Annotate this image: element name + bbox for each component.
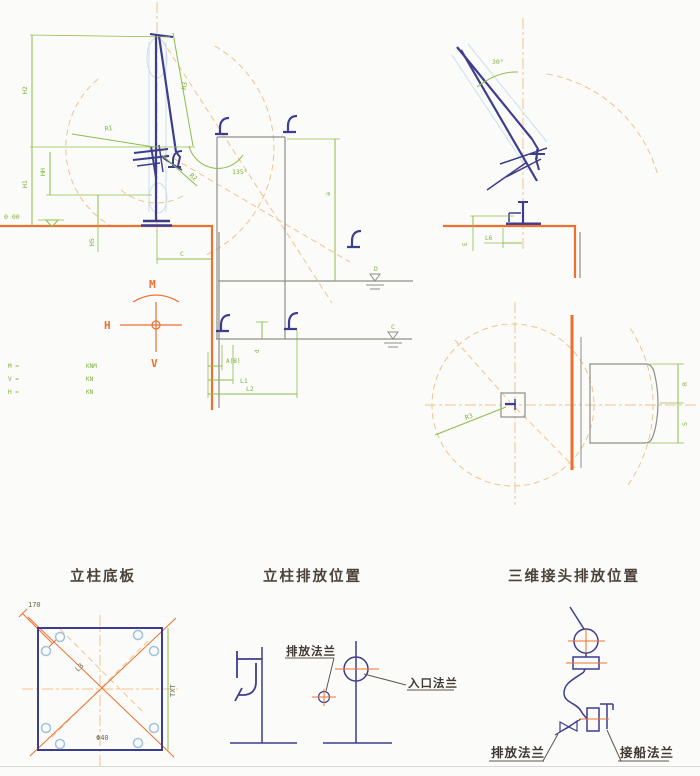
- stowed-dimensions: [470, 71, 522, 251]
- boat-profile: [589, 363, 659, 444]
- legend-row-unit: KN: [86, 389, 94, 396]
- valve-icon: [559, 720, 571, 734]
- deck-line: [0, 224, 214, 410]
- elevation-view: H2 H1 HH H5 R1 H3 R2 C 0 00 M H V M = KN…: [0, 32, 220, 410]
- dim-c-wall: C: [180, 250, 184, 258]
- dim-phi40: Φ40: [96, 734, 109, 742]
- dim-l3: L3: [74, 662, 86, 674]
- dim-r1: R1: [104, 124, 113, 133]
- base-plate-outline: [37, 627, 163, 751]
- plan-view: R3 R S: [434, 315, 689, 470]
- waterline-lower: C: [216, 323, 412, 348]
- legend-row-label: V =: [8, 376, 19, 383]
- radius-r3-line: [434, 406, 507, 436]
- dim-l2: L2: [246, 385, 254, 393]
- caisson-view: 135° a D C: [188, 114, 413, 398]
- stowed-view: 30° E L6: [443, 43, 581, 278]
- leader-line: [542, 733, 559, 762]
- dim-r: R: [681, 382, 689, 386]
- stowed-deck-line: [443, 224, 577, 278]
- datum-symbol: 0 00: [4, 213, 64, 228]
- leader-line: [606, 729, 622, 762]
- dim-txt: TXT: [169, 684, 177, 697]
- dim-h1: H1: [21, 180, 29, 188]
- ship-flange-label: 接船法兰: [620, 745, 674, 760]
- dim-h5: H5: [88, 238, 96, 246]
- caisson-walls: [216, 136, 286, 339]
- column-plan-fitting: [505, 399, 516, 410]
- waterline-upper: D: [218, 265, 413, 290]
- column-position-view: 立柱排放位置 排放法兰 入口法兰: [230, 567, 458, 744]
- joint-discharge-flange-label: 排放法兰: [491, 745, 545, 760]
- force-legend: M = KNM V = KN H = KN: [8, 363, 97, 396]
- legend-row-label: H =: [8, 389, 19, 396]
- dim-h2: H2: [21, 86, 29, 94]
- bolt-holes: [40, 629, 160, 750]
- dim-hh: HH: [39, 168, 47, 176]
- dim-a: a: [324, 192, 332, 196]
- guide-hooks: [213, 114, 363, 333]
- stowed-davit: [456, 46, 548, 191]
- dim-r3: R3: [464, 412, 474, 422]
- caisson-dimensions: [207, 321, 298, 398]
- dim-e: E: [462, 242, 469, 246]
- joint-assembly: [554, 606, 614, 736]
- joint-position-view: 三维接头排放位置 排放法兰 接船法兰: [489, 567, 674, 762]
- base-plate-title: 立柱底板: [70, 567, 136, 585]
- leader-line: [325, 657, 335, 692]
- elevation-dimensions: [29, 32, 211, 264]
- force-horizontal-label: H: [104, 319, 111, 332]
- stowed-pedestal: [506, 201, 541, 226]
- dim-r2: R2: [188, 171, 199, 182]
- force-diagram: M H V: [104, 278, 182, 370]
- legend-row-unit: KN: [86, 376, 94, 383]
- inlet-flange-label: 入口法兰: [408, 676, 458, 690]
- joint-position-title: 三维接头排放位置: [508, 567, 640, 585]
- legend-row-label: M =: [8, 363, 19, 370]
- dim-d: d: [254, 349, 261, 353]
- angle-135-label: 135°: [232, 168, 248, 176]
- dim-s: S: [681, 422, 689, 426]
- force-vertical-label: V: [151, 357, 158, 370]
- stowed-ghost: [451, 43, 548, 171]
- joint-crosshairs: [566, 629, 609, 720]
- phantom-centerlines: [22, 2, 697, 766]
- discharge-flange-label: 排放法兰: [286, 644, 336, 658]
- column-position-title: 立柱排放位置: [263, 567, 362, 585]
- angle-30-label: 30°: [492, 58, 504, 66]
- dim-l6: L6: [485, 235, 493, 242]
- force-moment-label: M: [149, 278, 156, 291]
- dim-170: 170: [28, 601, 41, 609]
- column-plan-square: [500, 392, 526, 418]
- waterline-lower-label: C: [391, 323, 395, 331]
- dim-ab: A(B): [226, 358, 240, 365]
- waterline-upper-label: D: [374, 265, 378, 273]
- corner-angle-arc: [188, 145, 244, 169]
- datum-label: 0 00: [4, 213, 20, 221]
- dim-l1: L1: [240, 377, 248, 385]
- flange-crosshairs: [312, 668, 379, 706]
- plan-dimensions: [648, 363, 684, 444]
- leader-line: [363, 673, 407, 686]
- column-side-view: [230, 647, 297, 744]
- base-plate-view: 立柱底板 170 L3 TXT Φ40: [18, 567, 177, 758]
- dim-h3: H3: [180, 81, 189, 90]
- legend-row-unit: KNM: [86, 363, 97, 370]
